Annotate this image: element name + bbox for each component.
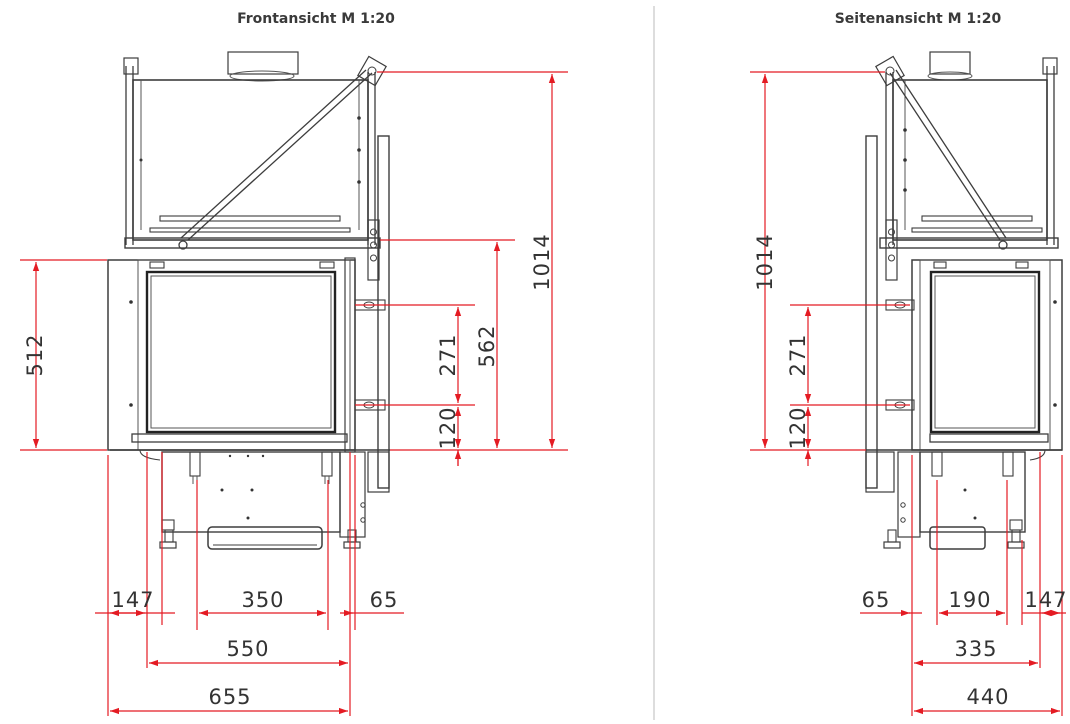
side-dim-right-offset: 147 [1024,588,1067,612]
side-dim-total-width: 440 [966,685,1009,709]
side-dim-spacing-upper: 271 [786,333,810,376]
front-view-title: Frontansicht M 1:20 [237,11,395,27]
side-lower-body [865,451,1026,550]
upper-body [123,55,387,250]
side-dim-total-height: 1014 [753,233,777,290]
front-dim-total-width: 655 [208,685,251,709]
side-dim-inner-spacing: 190 [948,588,991,612]
side-upper-body [875,55,1058,250]
front-dim-right-offset: 65 [370,588,399,612]
side-dimensions: 1014 271 120 65 190 [750,71,1067,716]
side-door-glass [929,270,1041,434]
firebox [107,257,386,453]
flue-collar [227,51,299,82]
back-plate [367,135,390,489]
side-flue-collar [927,51,973,81]
front-view: Frontansicht M 1:20 [20,11,568,716]
front-dim-spacing-upper: 271 [436,333,460,376]
front-dim-opening-height: 512 [23,333,47,376]
side-view-title: Seitenansicht M 1:20 [835,11,1002,27]
front-dim-mid-width: 550 [226,637,269,661]
side-dim-spacing-lower: 120 [786,406,810,449]
front-dim-total-height: 1014 [530,233,554,290]
side-dim-mid-width: 335 [954,637,997,661]
mounting-strip [124,237,381,249]
door-glass [145,270,337,434]
side-door-rail [866,433,1062,461]
front-dim-upper-height: 562 [475,324,499,367]
side-view: Seitenansicht M 1:20 [750,11,1067,716]
front-dimensions: 1014 562 271 120 512 [20,71,568,716]
side-mounting-strip [879,237,1059,249]
front-dim-spacing-lower: 120 [436,406,460,449]
side-firebox [885,259,1063,451]
side-dim-left-offset: 65 [862,588,891,612]
door-rail [110,433,390,461]
front-dim-left-offset: 147 [111,588,154,612]
front-dim-inner-spacing: 350 [241,588,284,612]
